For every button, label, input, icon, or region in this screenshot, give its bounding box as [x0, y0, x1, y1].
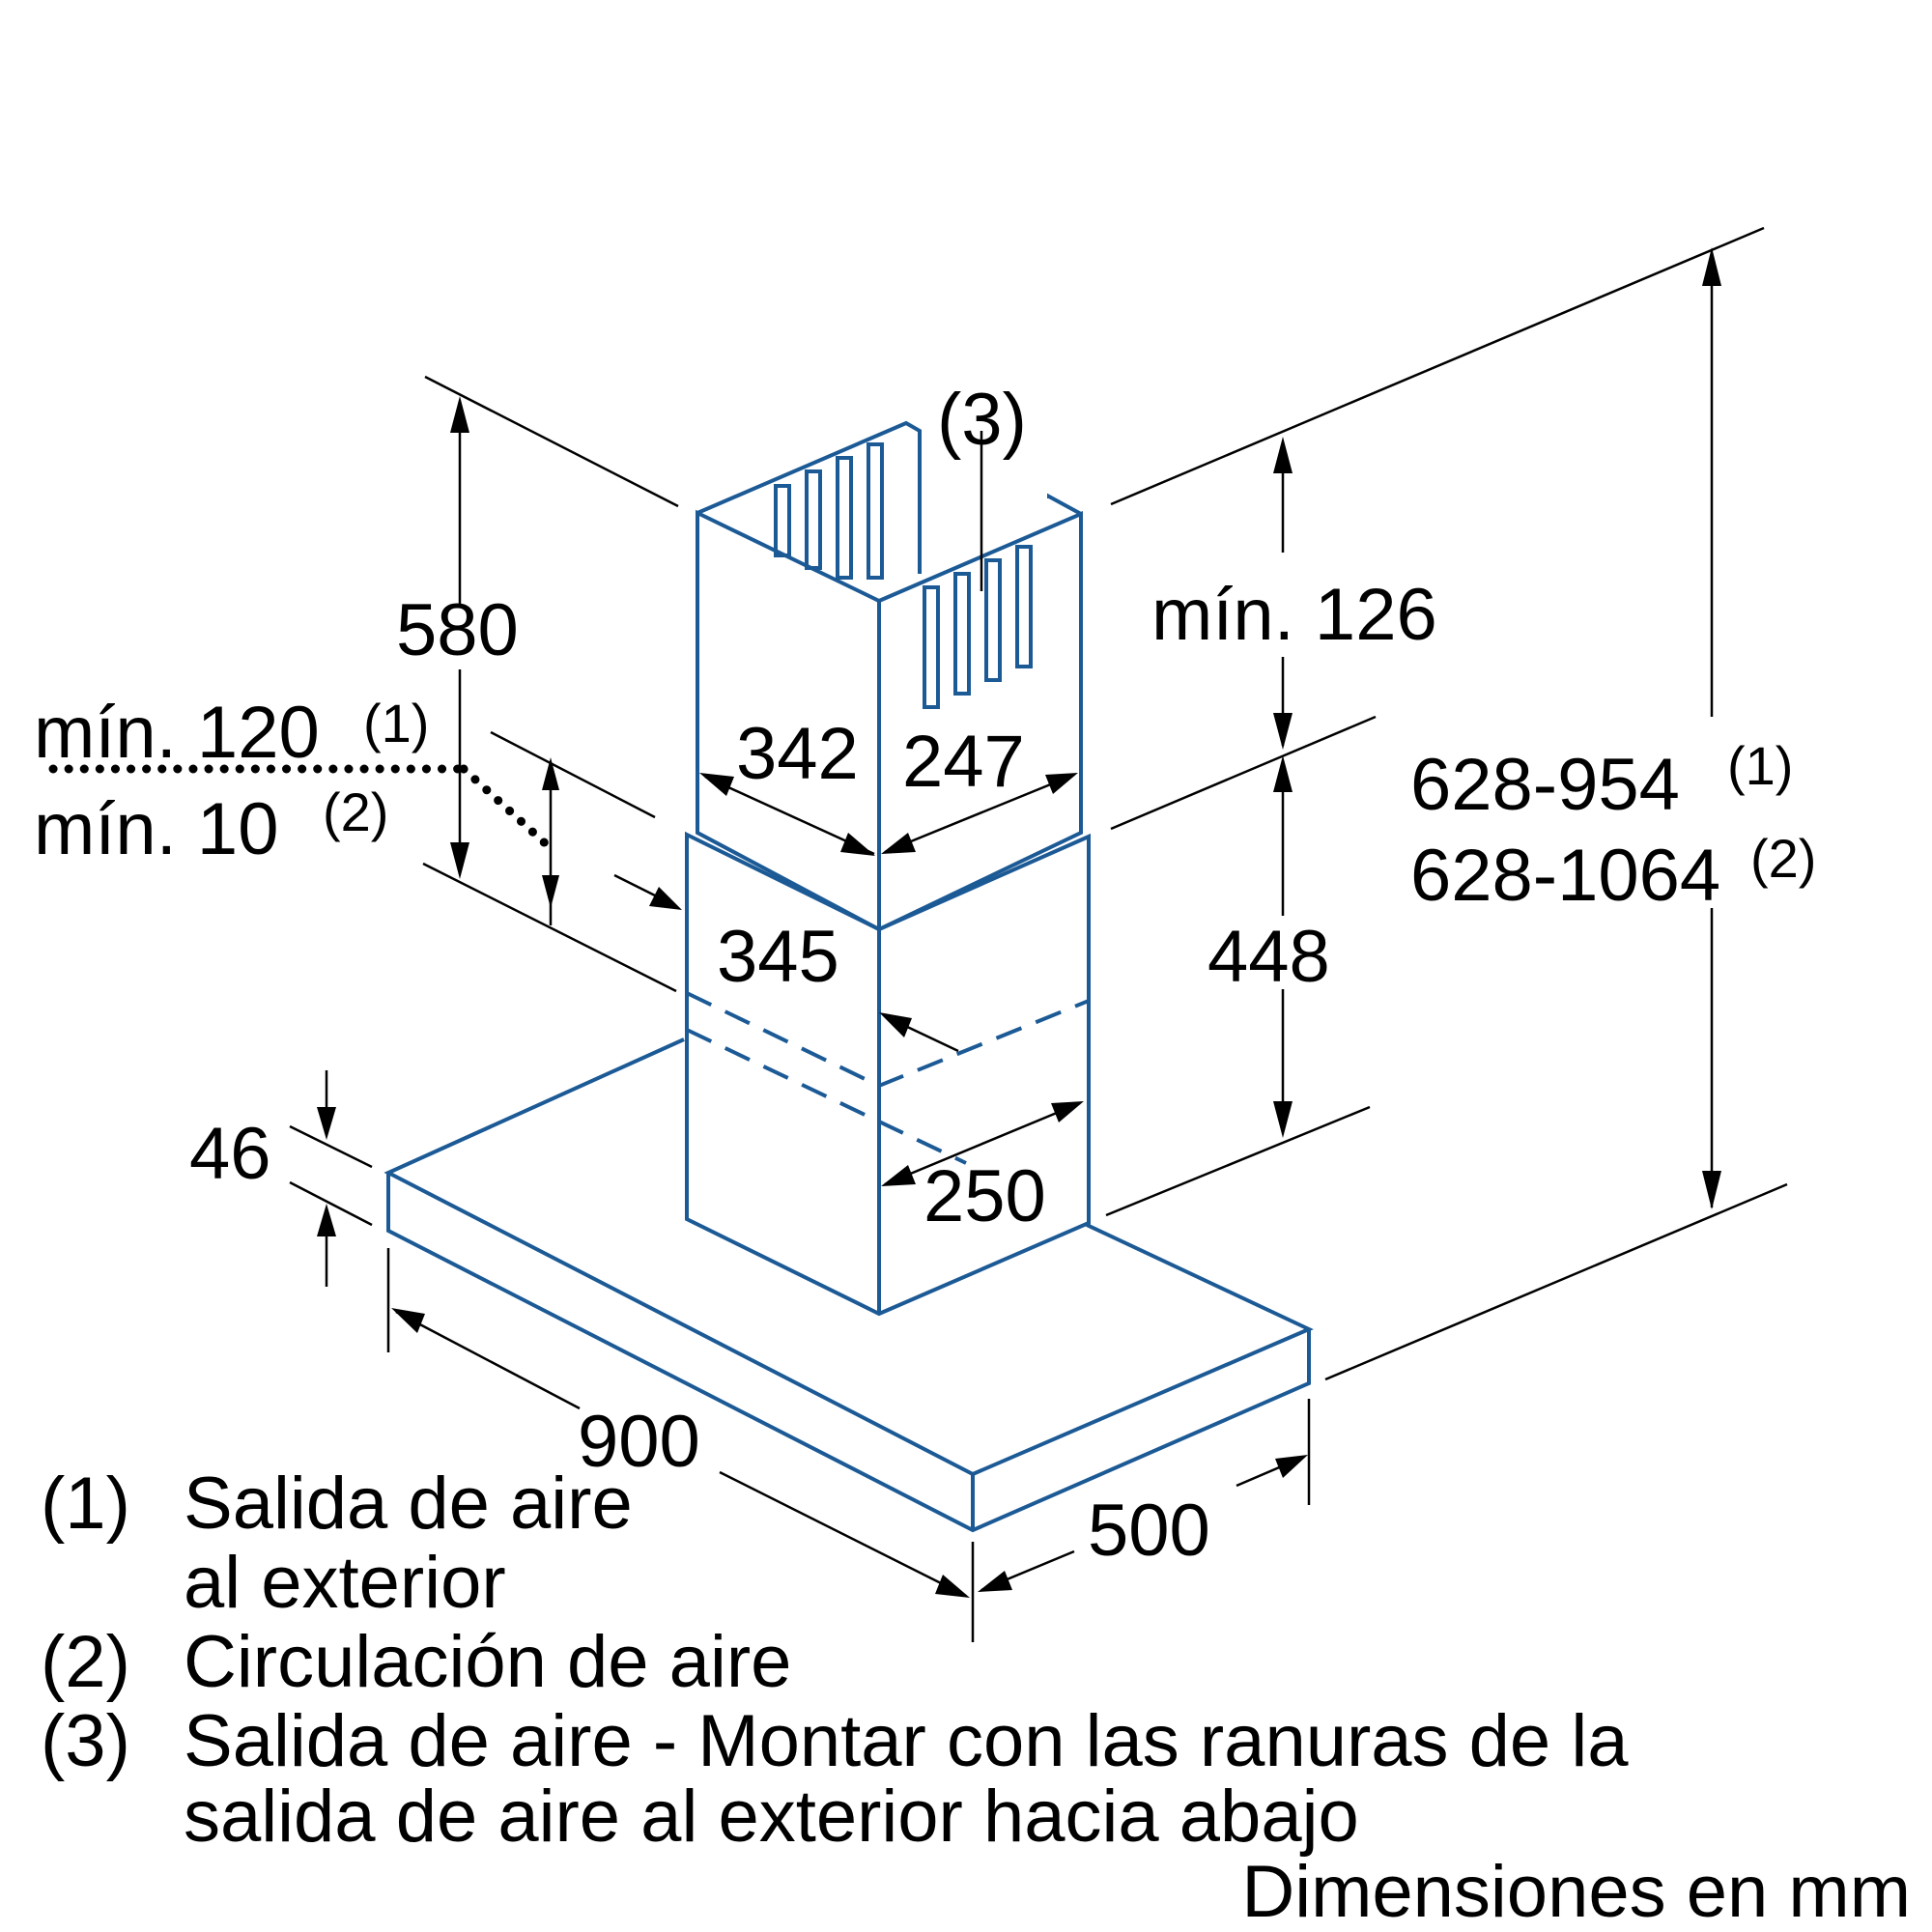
arrow-min120-top [542, 757, 559, 790]
legend-item3-line1: Salida de aire - Montar con las ranuras … [184, 1700, 1629, 1782]
legend-item1-number: (1) [41, 1463, 130, 1545]
arrow-342-left [699, 773, 734, 796]
vent-slot [805, 469, 822, 570]
dim-342-label: 342 [736, 713, 859, 795]
dim-900-line-left [395, 1310, 581, 1410]
vent-slot [774, 484, 791, 557]
dim-46-label: 46 [189, 1113, 271, 1195]
arrow-46-top [317, 1107, 336, 1140]
ext-line-46-top [289, 1124, 373, 1169]
legend-item1-line2: al exterior [184, 1542, 506, 1624]
ext-line-46-bottom [289, 1180, 373, 1227]
dim-250-label: 250 [923, 1155, 1046, 1237]
arrow-900-right [935, 1575, 970, 1598]
arrow-250-left [881, 1165, 916, 1186]
dim-range2-ref: (2) [1750, 828, 1816, 889]
legend-item1-line1: Salida de aire [184, 1463, 633, 1545]
arrow-448-top [1273, 755, 1293, 792]
lower-chimney-outline [685, 831, 1091, 1317]
arrow-247-right [1045, 773, 1078, 794]
ext-line-580-top [424, 375, 679, 508]
dim-247-line [884, 773, 1075, 854]
hidden-edge-upper [686, 991, 1090, 1089]
arrow-900-left [391, 1308, 425, 1333]
legend-item2-line1: Circulación de aire [184, 1621, 791, 1703]
vent-slot [836, 456, 853, 580]
dim-range2-label: 628-1064 [1410, 835, 1720, 917]
legend-item2-number: (2) [41, 1621, 130, 1703]
dim-580-label: 580 [396, 589, 519, 671]
dim-min120-label: mín. 120 [34, 692, 320, 774]
dim-range1-label: 628-954 [1410, 744, 1680, 826]
arrow-min120-bottom [542, 875, 559, 908]
ext-line-min120 [490, 730, 656, 819]
vent-slot [984, 558, 1002, 682]
dimension-labels: (3) 580 mín. 126 mín. 120 (1) mín. 10 (2… [34, 379, 1816, 1572]
arrow-342-right [840, 833, 875, 856]
callout-3-label: (3) [937, 379, 1027, 461]
arrow-range-bottom [1702, 1171, 1721, 1209]
min-clearance-dots [48, 764, 557, 855]
dim-448-label: 448 [1208, 916, 1330, 998]
arrow-580-bottom [450, 842, 469, 879]
legend: (1) Salida de aire al exterior (2) Circu… [41, 1463, 1911, 1932]
dim-min10-label: mín. 10 [34, 788, 278, 870]
ext-line-top-right [1110, 226, 1765, 506]
vent-slots-right [923, 545, 1033, 709]
arrow-500-right [1275, 1455, 1308, 1478]
vent-slot [867, 442, 884, 580]
dim-min120-ref: (1) [363, 693, 429, 753]
arrow-range-top [1702, 247, 1721, 286]
dimension-lines [317, 247, 1721, 1598]
legend-item3-line2: salida de aire al exterior hacia abajo [184, 1776, 1359, 1858]
dim-min10-ref: (2) [323, 781, 388, 842]
hidden-edge-lower [686, 1028, 967, 1165]
upper-chimney-back-flange [696, 420, 922, 574]
ext-line-580-bottom [422, 862, 677, 993]
dim-345-label: 345 [717, 916, 839, 998]
arrow-250-right [1051, 1101, 1084, 1122]
vent-slot [923, 585, 940, 709]
vent-slots-left [774, 442, 884, 580]
arrow-345 [879, 1012, 912, 1037]
dim-range1-ref: (1) [1727, 735, 1793, 796]
dim-250-line [884, 1101, 1081, 1186]
dim-900-label: 900 [578, 1401, 700, 1483]
lower-chimney [685, 831, 1091, 1317]
upper-chimney-right-flange [1047, 493, 1082, 516]
ext-line-448-top [1110, 715, 1377, 831]
arrow-448-bottom [1273, 1101, 1293, 1138]
dim-247-label: 247 [902, 721, 1025, 803]
legend-item3-number: (3) [41, 1700, 130, 1782]
arrow-500-left [978, 1571, 1012, 1592]
arrow-min-pointer [649, 887, 682, 910]
vent-slot [1015, 545, 1033, 668]
hood-canopy [384, 1037, 1314, 1533]
arrow-580-top [450, 396, 469, 433]
arrow-46-bottom [317, 1204, 336, 1236]
extension-lines [289, 226, 1788, 1642]
arrow-min126-top [1273, 437, 1293, 473]
arrow-247-left [881, 833, 916, 854]
dim-500-label: 500 [1088, 1490, 1210, 1572]
arrow-min126-bottom [1273, 713, 1293, 750]
vent-slot [953, 572, 971, 696]
ext-line-range-bottom [1324, 1182, 1788, 1381]
units-note: Dimensiones en mm [1241, 1851, 1911, 1932]
dim-min126-label: mín. 126 [1151, 574, 1437, 656]
canopy-top-outline [384, 1037, 1314, 1477]
dotted-reference-diagonal [459, 764, 557, 855]
ext-line-448-bottom [1105, 1105, 1371, 1217]
upper-chimney [696, 420, 1083, 932]
dim-900-line-right [719, 1470, 967, 1598]
